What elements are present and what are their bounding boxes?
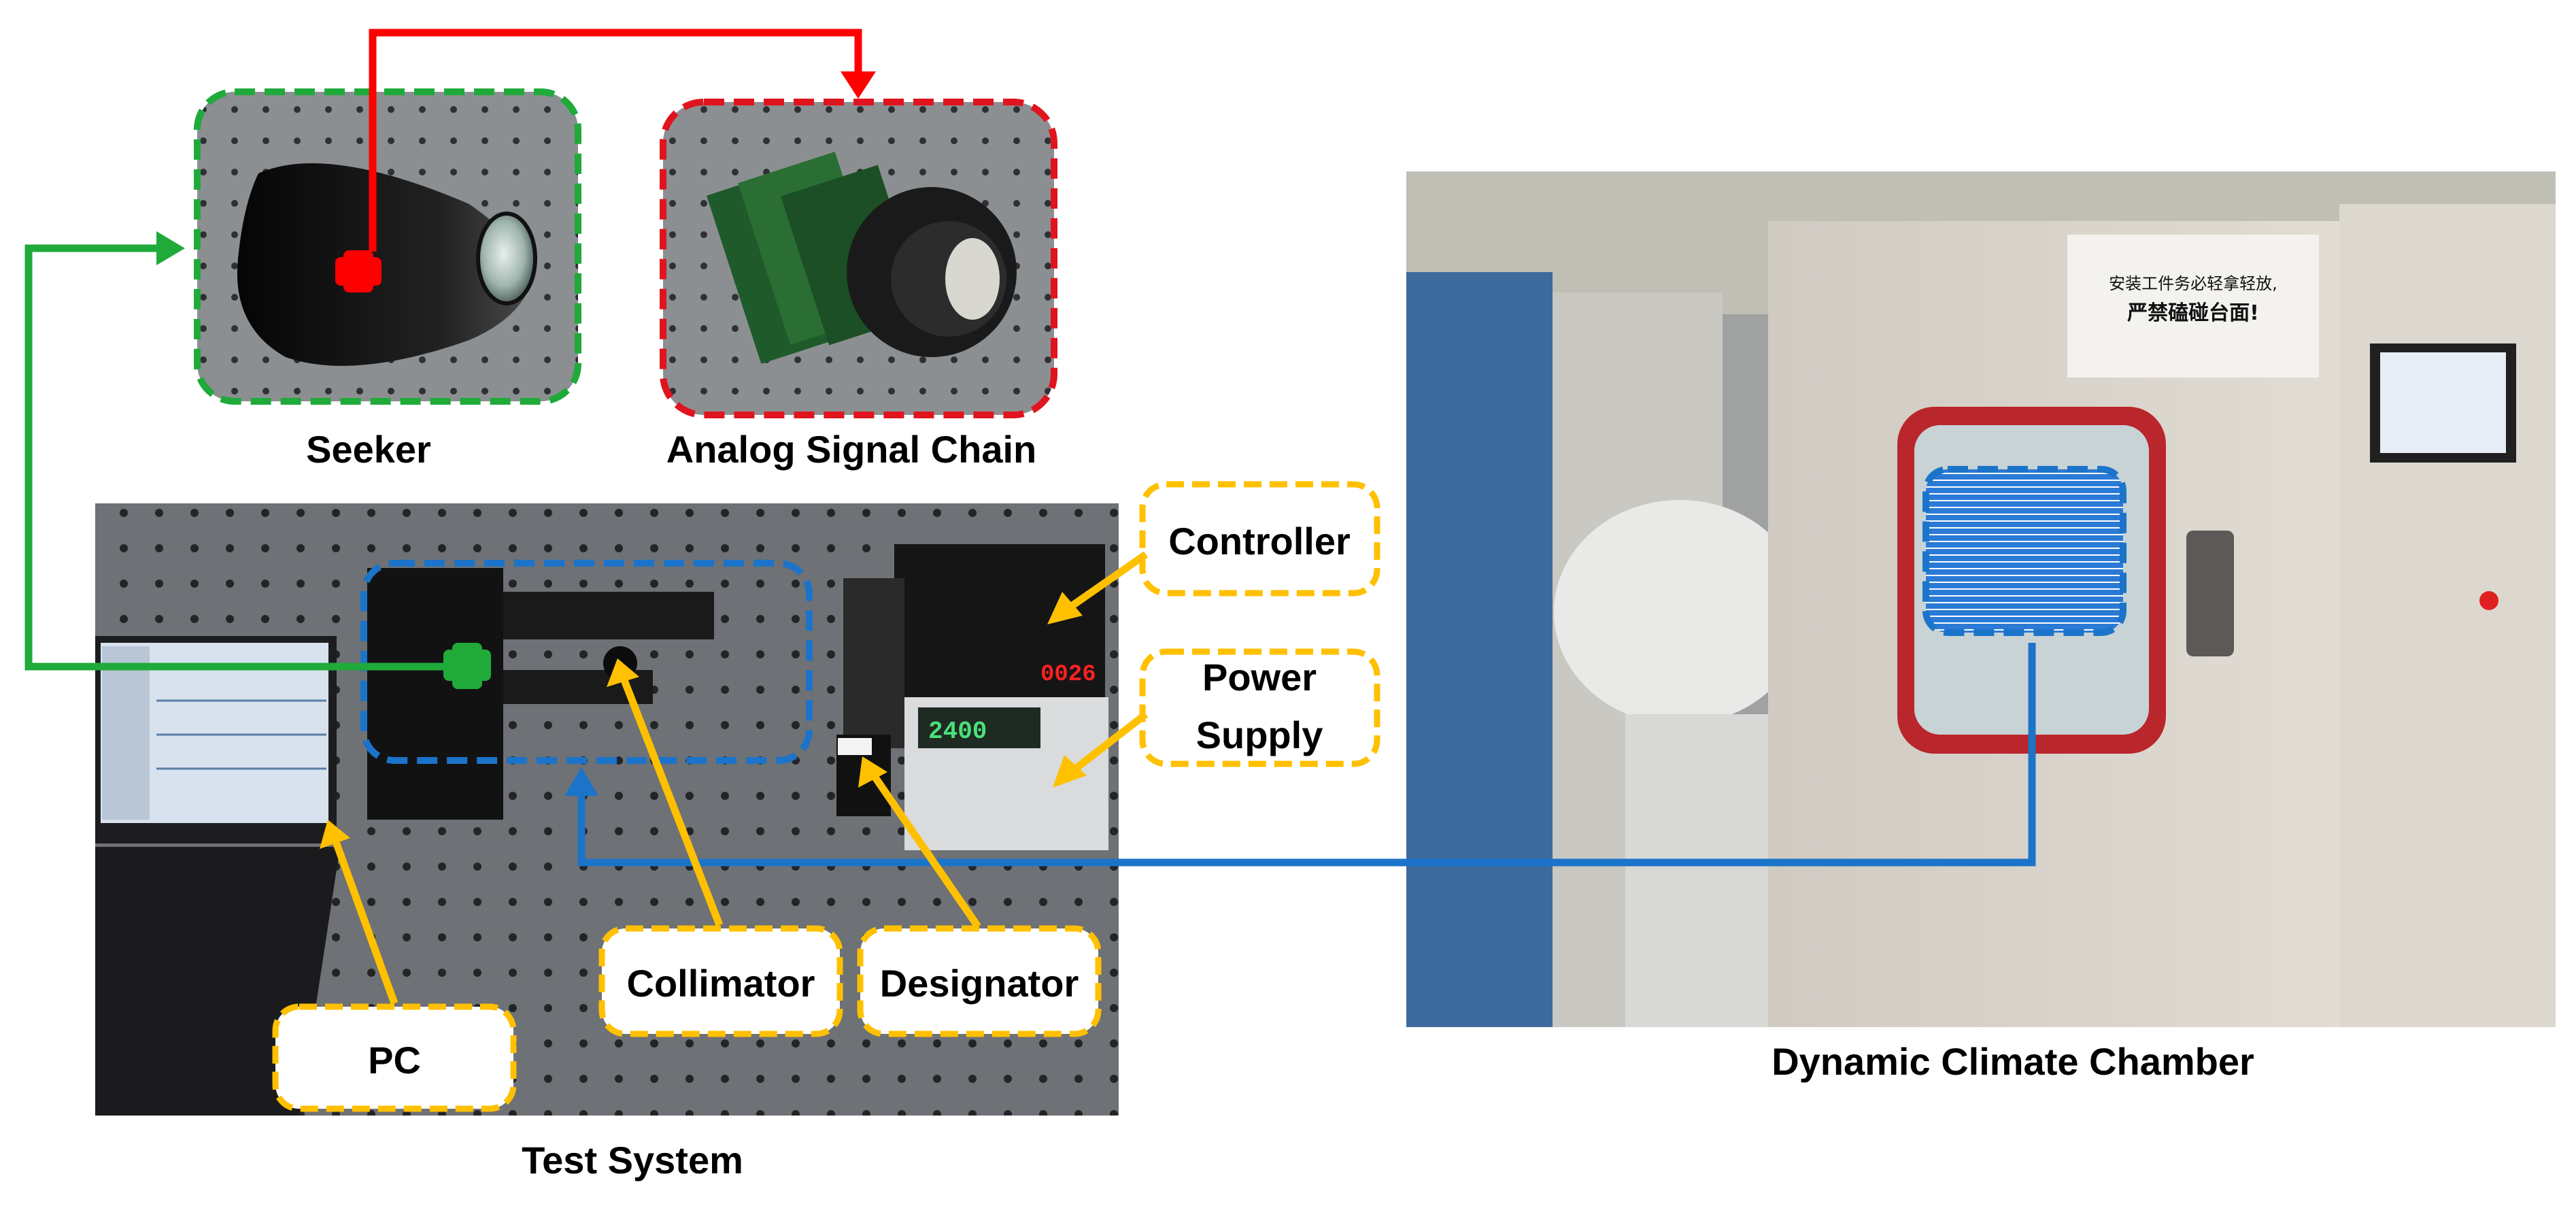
seeker-box [194,88,581,405]
pc-label: PC [368,1039,421,1082]
test-seeker-marker [443,643,491,689]
collimator-label: Collimator [627,962,815,1005]
dynamic-climate-chamber-caption: Dynamic Climate Chamber [1772,1040,2254,1083]
chamber-to-test-mount-link [564,643,2036,867]
designator-label-box [857,925,1102,1037]
controller-label: Controller [1168,520,1351,563]
seeker-to-test-system-link [24,231,449,671]
warning-notice-line1: 安装工件务必轻拿轻放, [2109,274,2277,293]
designator-label: Designator [880,962,1079,1005]
controller-label-box [1139,481,1380,597]
laptop [95,636,340,1116]
collimator-label-box [598,925,843,1037]
pc-label-box [272,1003,517,1112]
pc-arrow [320,820,399,1005]
climate-chamber-photo: 安装工件务必轻拿轻放, 严禁磕碰台面! [1406,171,2556,1027]
seeker-marker [335,250,382,292]
seeker-photo [197,92,578,401]
controller-instrument: 0026 [894,544,1105,697]
designator-arrow [858,756,981,929]
controller-arrow [1047,551,1149,624]
power-supply-label-line1: Power [1202,656,1317,699]
analog-signal-chain-photo [663,102,1054,415]
collimator-arrow [607,658,724,926]
test-mount-box [360,560,813,764]
seeker-to-signal-chain-link [369,29,876,252]
controller-display: 0026 [1040,662,1096,688]
analog-signal-chain-caption: Analog Signal Chain [666,428,1036,471]
warning-notice-line2: 严禁磕碰台面! [2127,301,2259,325]
test-system-caption: Test System [522,1139,743,1182]
seeker-caption: Seeker [306,428,431,471]
power-supply-label-box [1139,648,1380,767]
power-supply-arrow [1053,711,1149,788]
power-supply-display: 2400 [928,718,987,746]
chamber-target-area [1922,466,2126,636]
power-supply-label-line2: Supply [1196,714,1323,756]
analog-signal-chain-box [660,99,1057,418]
